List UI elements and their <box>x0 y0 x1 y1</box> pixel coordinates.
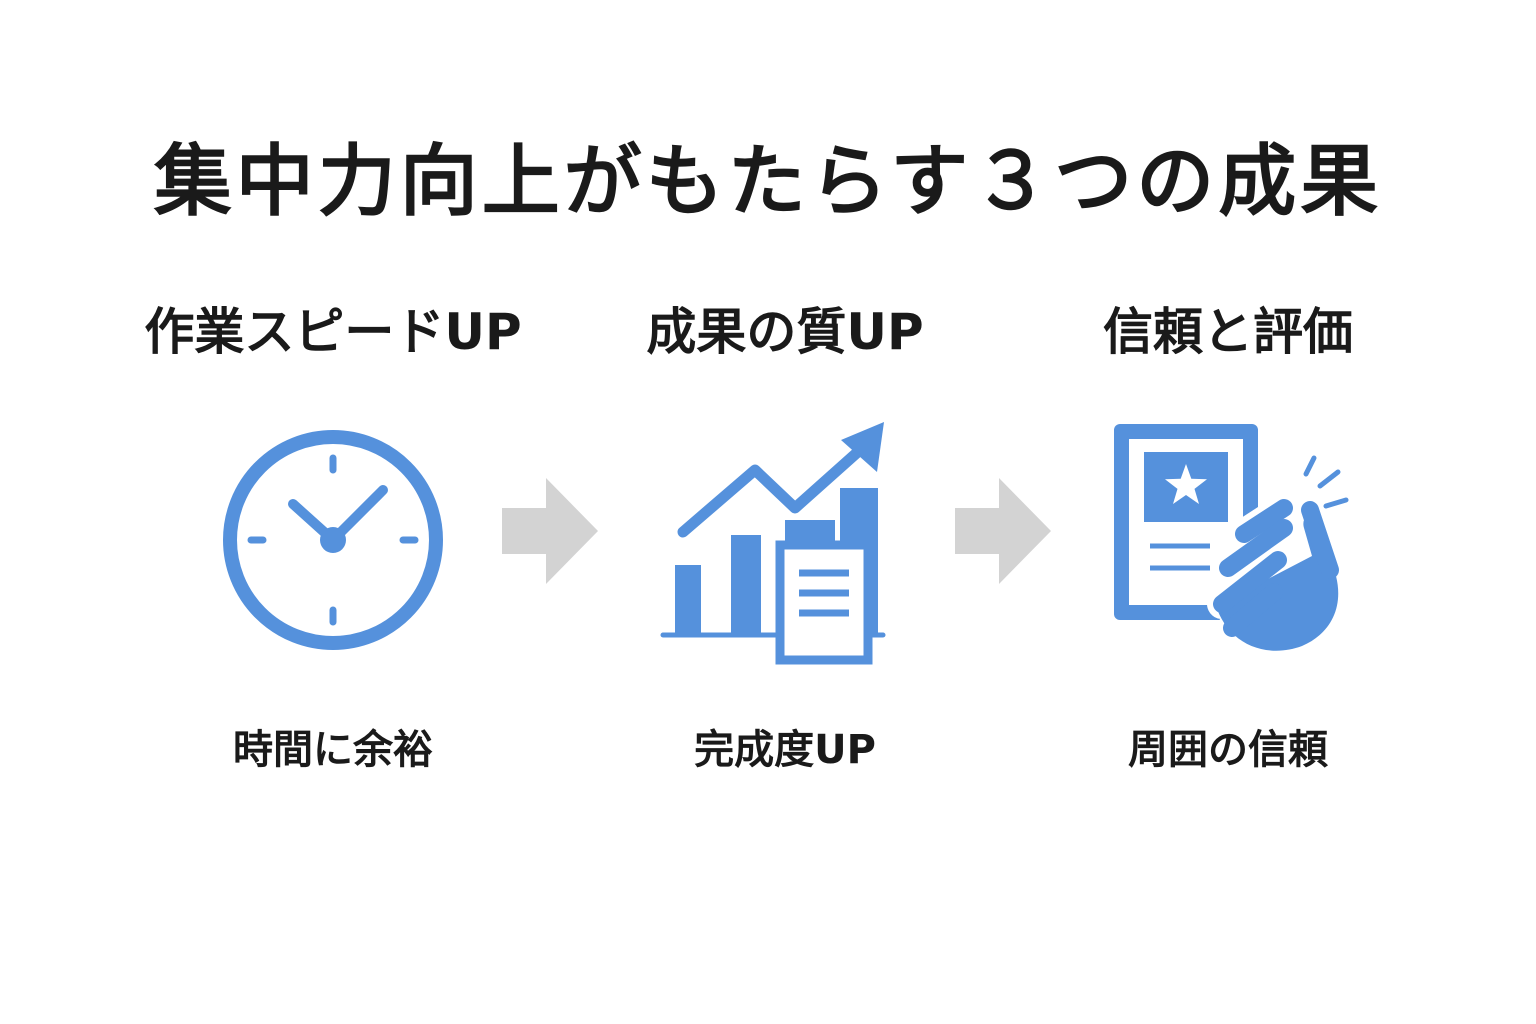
result-heading: 成果の質UP <box>646 303 924 361</box>
result-item-quality: 成果の質UP 完成度UP <box>555 300 1015 776</box>
result-caption: 周囲の信頼 <box>1128 727 1328 773</box>
arrow-right-icon <box>502 478 598 584</box>
clock-icon <box>223 430 443 650</box>
certificate-applause-icon <box>1114 424 1349 651</box>
result-caption: 完成度UP <box>694 727 876 773</box>
result-heading: 信頼と評価 <box>1103 303 1353 361</box>
result-caption: 時間に余裕 <box>233 727 433 773</box>
result-item-speed: 作業スピードUP 時間に余裕 <box>103 300 563 776</box>
result-heading: 作業スピードUP <box>144 303 522 361</box>
page-title: 集中力向上がもたらす３つの成果 <box>153 137 1383 228</box>
growth-chart-document-icon <box>660 422 886 665</box>
arrow-right-icon <box>955 478 1051 584</box>
result-item-trust: 信頼と評価 周囲の信頼 <box>998 300 1458 776</box>
